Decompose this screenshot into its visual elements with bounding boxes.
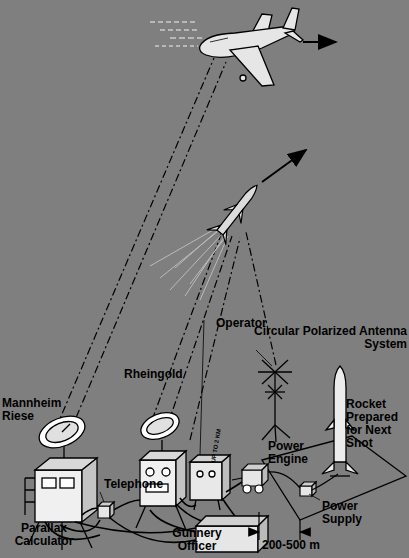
part-label: Gunnery Officer bbox=[160, 527, 234, 553]
operator-cabin bbox=[190, 320, 230, 510]
telephone bbox=[98, 492, 114, 518]
tracking-beam bbox=[56, 58, 226, 432]
power-engine bbox=[232, 464, 300, 493]
part-label: Power Supply bbox=[322, 500, 372, 526]
speed-lines bbox=[150, 22, 202, 46]
airplane bbox=[200, 8, 303, 86]
part-label: Parallax Calculator bbox=[4, 522, 84, 548]
leader-line bbox=[256, 350, 272, 366]
dimension-line bbox=[250, 512, 310, 540]
rocket-in-flight bbox=[207, 178, 267, 245]
power-supply bbox=[300, 474, 338, 500]
part-label: 200-500 m bbox=[262, 539, 342, 552]
part-label: Circular Polarized Antenna System bbox=[252, 325, 407, 351]
direction-arrow bbox=[303, 41, 336, 43]
part-label: Rheingold bbox=[124, 368, 194, 381]
part-label: Rocket Prepared for Next Shot bbox=[346, 398, 408, 450]
antenna-symbol bbox=[258, 360, 292, 442]
rheingold-radar bbox=[136, 407, 186, 530]
part-label: Power Engine bbox=[268, 440, 318, 466]
part-label: Telephone bbox=[104, 478, 174, 491]
part-label: Mannheim Riese bbox=[2, 397, 64, 423]
exhaust-trail bbox=[150, 226, 228, 300]
direction-arrow bbox=[262, 150, 306, 182]
